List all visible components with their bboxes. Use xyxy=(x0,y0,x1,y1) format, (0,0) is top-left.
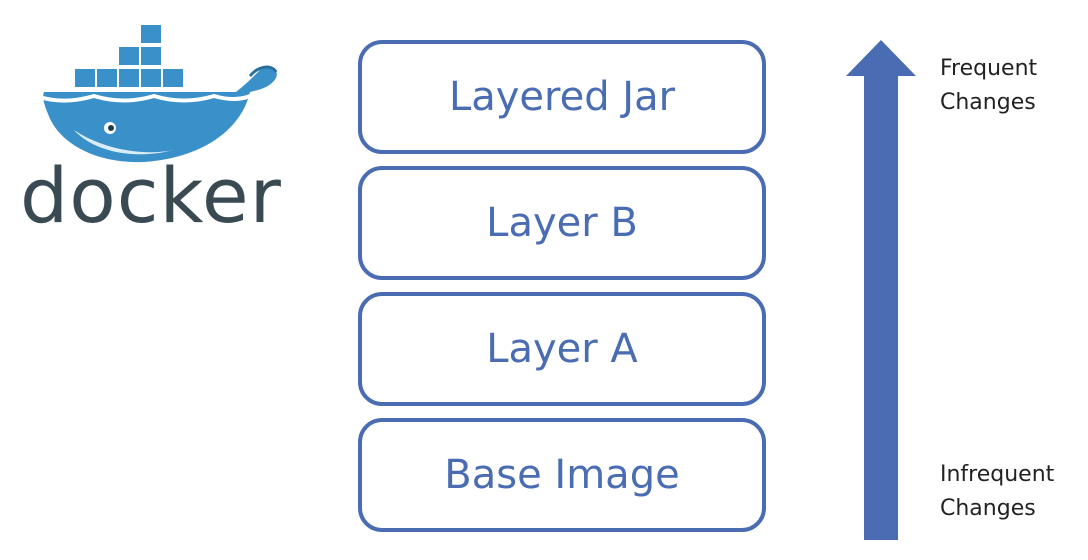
layer-box-layered-jar: Layered Jar xyxy=(358,40,766,154)
frequent-changes-label: Frequent Changes xyxy=(940,52,1037,120)
layer-label: Layered Jar xyxy=(448,74,676,120)
layer-label: Layer A xyxy=(486,326,638,372)
infrequent-label-line2: Changes xyxy=(940,496,1036,521)
infrequent-label-line1: Infrequent xyxy=(940,462,1055,487)
layer-label: Layer B xyxy=(486,200,638,246)
layer-box-layer-b: Layer B xyxy=(358,166,766,280)
frequent-label-line2: Changes xyxy=(940,90,1036,115)
docker-logo-text: docker xyxy=(20,151,282,240)
layer-label: Base Image xyxy=(444,452,680,498)
docker-logo: docker xyxy=(14,18,284,248)
docker-whale-icon xyxy=(35,23,278,163)
frequent-label-line1: Frequent xyxy=(940,56,1038,81)
infrequent-changes-label: Infrequent Changes xyxy=(940,458,1054,526)
change-frequency-arrow xyxy=(846,40,916,540)
layer-box-base-image: Base Image xyxy=(358,418,766,532)
arrow-up-icon xyxy=(846,40,916,540)
layer-box-layer-a: Layer A xyxy=(358,292,766,406)
